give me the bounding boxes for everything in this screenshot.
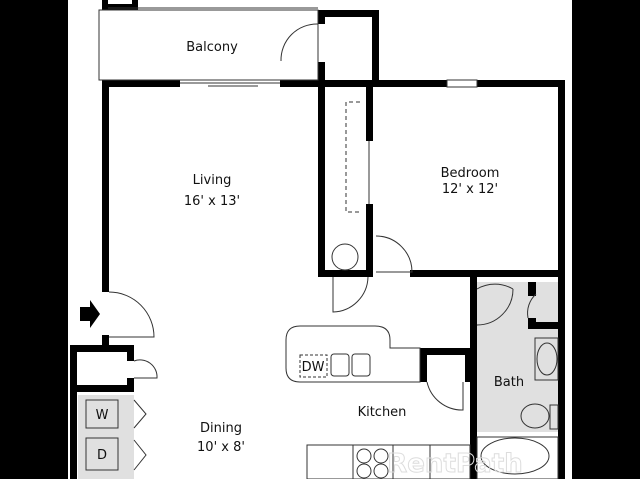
- dishwasher-label: DW: [302, 360, 325, 375]
- walls: [70, 0, 565, 479]
- laundry-floor: [78, 395, 134, 479]
- washer-label: W: [96, 408, 109, 423]
- watermark: RentPath: [387, 449, 522, 479]
- dryer-label: D: [97, 448, 107, 463]
- kitchen-label: Kitchen: [358, 405, 407, 420]
- balcony-label: Balcony: [186, 40, 238, 55]
- living-label: Living: [193, 173, 232, 188]
- bedroom-label: Bedroom: [441, 166, 500, 181]
- dining-label: Dining: [200, 421, 242, 436]
- dining-size: 10' x 8': [197, 440, 245, 455]
- bedroom-size: 12' x 12': [442, 182, 498, 197]
- living-size: 16' x 13': [184, 194, 240, 209]
- bath-floor: [476, 282, 558, 432]
- fixtures: [85, 7, 559, 479]
- entry-arrow-icon: [80, 300, 100, 328]
- bath-label: Bath: [494, 375, 524, 390]
